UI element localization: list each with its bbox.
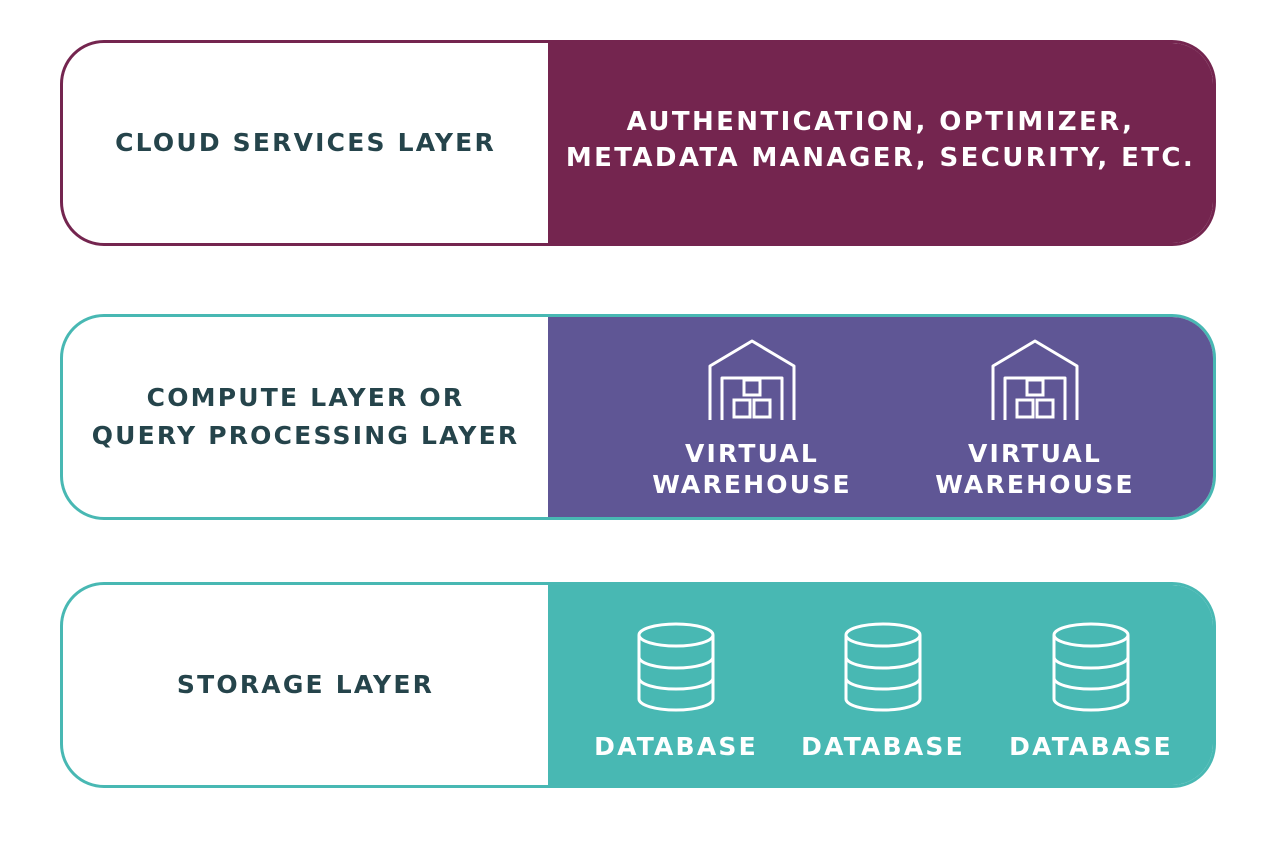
database-2: DATABASE [763, 585, 1003, 785]
database-label: DATABASE [1009, 732, 1173, 761]
compute-layer-label: COMPUTE LAYER OR QUERY PROCESSING LAYER [91, 383, 520, 450]
cloud-services-layer: CLOUD SERVICES LAYER AUTHENTICATION, OPT… [60, 40, 1216, 246]
storage-layer: STORAGE LAYER DATABASE [60, 582, 1216, 788]
database-label: DATABASE [594, 732, 758, 761]
database-3: DATABASE [971, 585, 1211, 785]
warehouse-icon [991, 339, 1079, 420]
database-icon [844, 622, 922, 712]
virtual-warehouse-1: VIRTUAL WAREHOUSE [632, 317, 872, 517]
virtual-warehouse-2: VIRTUAL WAREHOUSE [915, 317, 1155, 517]
compute-layer: COMPUTE LAYER OR QUERY PROCESSING LAYER … [60, 314, 1216, 520]
cloud-services-panel: AUTHENTICATION, OPTIMIZER, METADATA MANA… [548, 43, 1213, 243]
warehouse-icon [708, 339, 796, 420]
storage-layer-label-box: STORAGE LAYER [63, 585, 548, 785]
cloud-services-layer-label: CLOUD SERVICES LAYER [115, 128, 496, 157]
compute-panel: VIRTUAL WAREHOUSE VIRTUAL WAREHOUSE [548, 317, 1213, 517]
storage-panel: DATABASE DATABASE [548, 585, 1213, 785]
database-1: DATABASE [556, 585, 796, 785]
virtual-warehouse-label: VIRTUAL WAREHOUSE [935, 439, 1135, 499]
compute-layer-label-box: COMPUTE LAYER OR QUERY PROCESSING LAYER [63, 317, 548, 517]
database-icon [1052, 622, 1130, 712]
storage-layer-label: STORAGE LAYER [176, 670, 435, 699]
virtual-warehouse-label: VIRTUAL WAREHOUSE [652, 439, 852, 499]
cloud-services-description: AUTHENTICATION, OPTIMIZER, METADATA MANA… [565, 107, 1196, 173]
cloud-services-layer-label-box: CLOUD SERVICES LAYER [63, 43, 548, 243]
database-icon [637, 622, 715, 712]
database-label: DATABASE [801, 732, 965, 761]
